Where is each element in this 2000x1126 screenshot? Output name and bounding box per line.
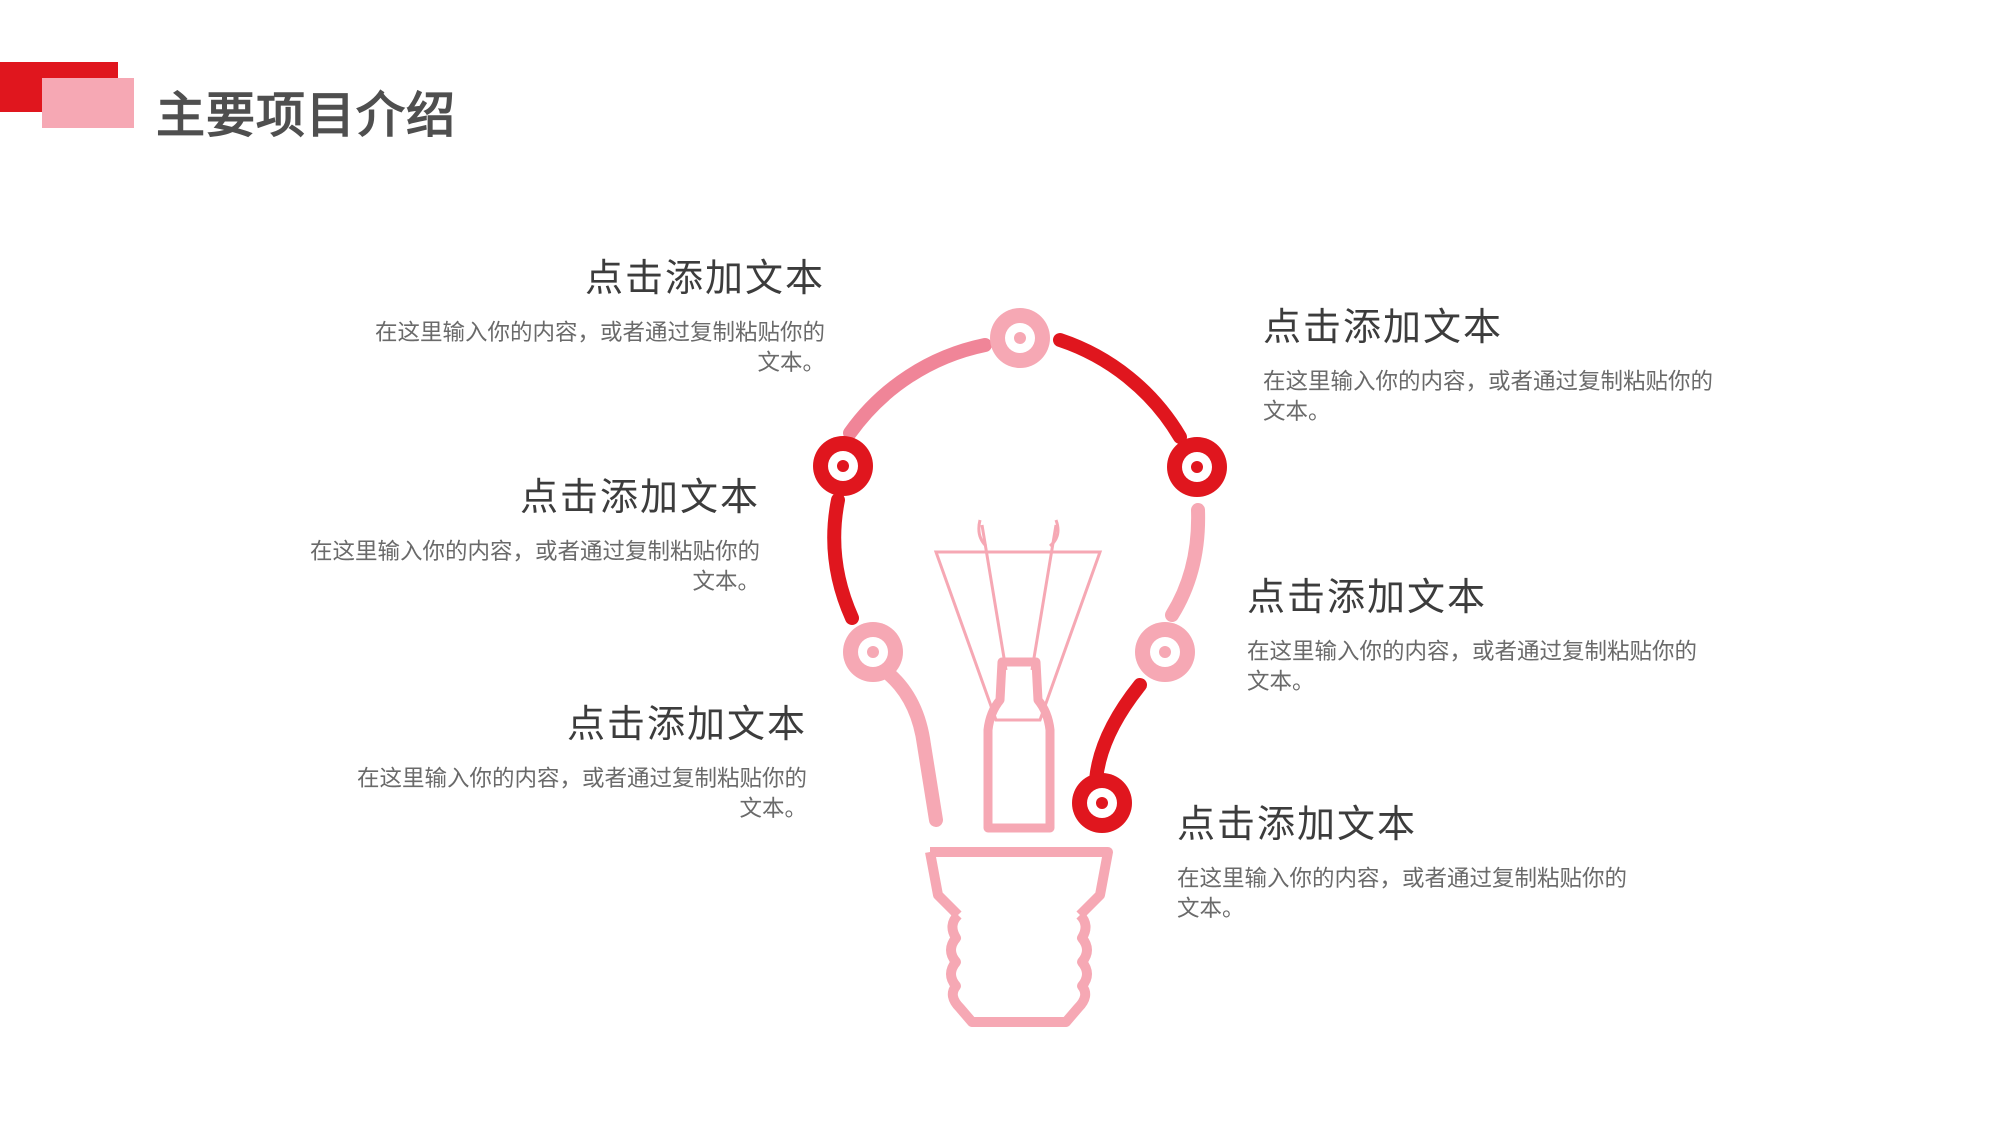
bulb-line-right-lower [1089, 678, 1147, 787]
circuit-nodes [813, 308, 1227, 833]
bulb-filament [933, 519, 1103, 722]
node-right-lower [1135, 622, 1195, 682]
block-heading[interactable]: 点击添加文本 [519, 475, 760, 519]
node-left-upper [813, 436, 873, 496]
block-body[interactable]: 在这里输入你的内容，或者通过复制粘贴你的文本。 [356, 766, 807, 822]
node-bottom-right [1072, 773, 1132, 833]
block-heading[interactable]: 点击添加文本 [1247, 575, 1488, 619]
block-body[interactable]: 在这里输入你的内容，或者通过复制粘贴你的文本。 [1177, 866, 1628, 922]
text-block-3: 点击添加文本 在这里输入你的内容，或者通过复制粘贴你的文本。 [337, 700, 807, 824]
bulb-line-left-upper [827, 493, 859, 625]
bulb-line-right-upper [1165, 503, 1206, 622]
page-title: 主要项目介绍 [156, 87, 457, 144]
text-block-2: 点击添加文本 在这里输入你的内容，或者通过复制粘贴你的文本。 [290, 473, 760, 597]
block-heading[interactable]: 点击添加文本 [566, 702, 807, 746]
bulb-stem [983, 657, 1055, 833]
text-block-6: 点击添加文本 在这里输入你的内容，或者通过复制粘贴你的文本。 [1177, 800, 1647, 924]
block-body[interactable]: 在这里输入你的内容，或者通过复制粘贴你的文本。 [1247, 639, 1698, 695]
block-heading[interactable]: 点击添加文本 [1263, 305, 1504, 349]
node-top [990, 308, 1050, 368]
block-body[interactable]: 在这里输入你的内容，或者通过复制粘贴你的文本。 [1263, 369, 1714, 425]
title-accent-pink-bar [42, 78, 134, 128]
bulb-line-left-lower [883, 668, 943, 827]
node-right-upper [1167, 437, 1227, 497]
block-heading[interactable]: 点击添加文本 [584, 256, 825, 300]
bulb-arc-top-left [843, 338, 992, 440]
block-heading[interactable]: 点击添加文本 [1177, 802, 1418, 846]
text-block-5: 点击添加文本 在这里输入你的内容，或者通过复制粘贴你的文本。 [1247, 573, 1717, 697]
block-body[interactable]: 在这里输入你的内容，或者通过复制粘贴你的文本。 [374, 320, 825, 376]
text-block-4: 点击添加文本 在这里输入你的内容，或者通过复制粘贴你的文本。 [1263, 303, 1733, 427]
text-block-1: 点击添加文本 在这里输入你的内容，或者通过复制粘贴你的文本。 [355, 254, 825, 378]
bulb-base [925, 847, 1113, 1027]
block-body[interactable]: 在这里输入你的内容，或者通过复制粘贴你的文本。 [309, 539, 760, 595]
node-left-lower [843, 622, 903, 682]
bulb-arc-top-right [1053, 333, 1187, 444]
